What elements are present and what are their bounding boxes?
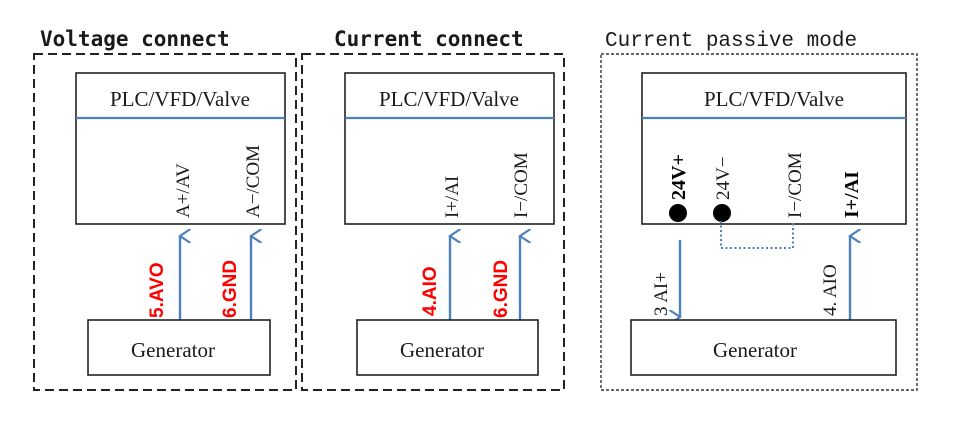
pin-label-i-minus-com: I−/COM	[511, 152, 532, 218]
generator-box: Generator	[356, 319, 539, 376]
device-box	[75, 72, 286, 225]
panel-title: Current passive mode	[605, 30, 857, 53]
panel-border	[600, 53, 918, 391]
jumper-wire-dotted	[720, 221, 794, 249]
panel-border	[33, 53, 297, 391]
generator-rect	[87, 319, 271, 376]
generator-label: Generator	[400, 338, 484, 362]
terminal-dot-24v-plus	[669, 204, 687, 222]
wire-label-gnd: 6.GND	[220, 260, 241, 318]
device-label: PLC/VFD/Valve	[110, 87, 250, 111]
panel-border	[301, 53, 565, 391]
panel-current-connect: Current connect PLC/VFD/Valve I+/AI I−/C…	[301, 27, 565, 391]
generator-label: Generator	[713, 338, 797, 362]
generator-rect	[630, 319, 897, 376]
panel-current-passive-mode: Current passive mode PLC/VFD/Valve 24V+ …	[600, 30, 918, 391]
generator-label: Generator	[131, 338, 215, 362]
panel-voltage-connect: Voltage connect PLC/VFD/Valve A+/AV A−/C…	[33, 27, 297, 391]
pin-label-a-minus-com: A−/COM	[243, 145, 264, 218]
panel-title: Voltage connect	[40, 27, 230, 51]
wire-label-aio: 4.AIO	[420, 266, 441, 316]
plc-device-box: PLC/VFD/Valve A+/AV A−/COM	[75, 72, 286, 225]
generator-box: Generator	[630, 319, 897, 376]
pin-label-i-plus-ai: I+/AI	[841, 171, 863, 218]
pin-label-24v-plus: 24V+	[668, 154, 690, 200]
generator-rect	[356, 319, 539, 376]
plc-device-box: PLC/VFD/Valve I+/AI I−/COM	[344, 72, 555, 225]
panel-title: Current connect	[334, 27, 524, 51]
pin-label-i-minus-com: I−/COM	[785, 152, 806, 218]
plc-device-box: PLC/VFD/Valve 24V+ 24V− I−/COM I+/AI	[641, 72, 907, 225]
wire-label-ai-plus: 3 AI+	[651, 272, 672, 316]
device-label: PLC/VFD/Valve	[704, 87, 844, 111]
pin-label-i-plus-ai: I+/AI	[442, 176, 463, 218]
terminal-dot-24v-minus	[713, 204, 731, 222]
wire-label-avo: 5.AVO	[147, 262, 168, 318]
device-label: PLC/VFD/Valve	[379, 87, 519, 111]
generator-box: Generator	[87, 319, 271, 376]
device-box	[344, 72, 555, 225]
wire-label-gnd: 6.GND	[491, 260, 512, 318]
device-box	[641, 72, 907, 225]
pin-label-24v-minus: 24V−	[713, 157, 734, 200]
pin-label-a-plus-av: A+/AV	[173, 163, 194, 218]
wire-label-aio: 4. AIO	[820, 264, 841, 316]
